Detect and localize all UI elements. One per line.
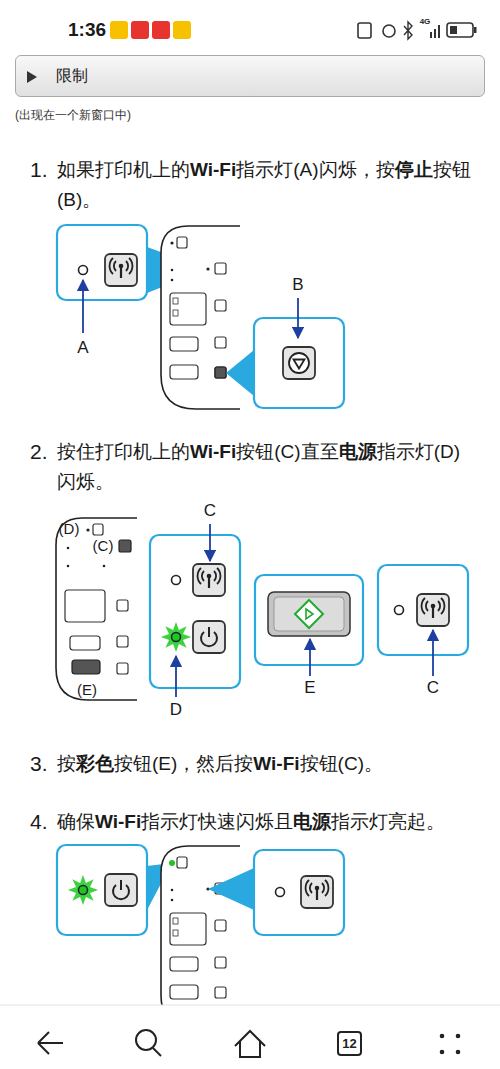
bar-title: 限制 (56, 66, 88, 87)
step: 3. 按彩色按钮(E)，然后按Wi-Fi按钮(C)。 (30, 749, 475, 779)
step1-figure (57, 225, 344, 409)
tab-count-box: 12 (337, 1031, 362, 1056)
bold-keyword: 电源 (339, 441, 377, 462)
step-number: 1. (30, 155, 48, 185)
step2-figure (56, 518, 468, 700)
bold-keyword: Wi-Fi (95, 811, 141, 832)
network-type: 4G (420, 18, 431, 27)
step-text: 如果打印机上的Wi-Fi指示灯(A)闪烁，按停止按钮(B)。 (57, 155, 475, 215)
callout-letter: (E) (77, 682, 97, 699)
callout-letter: D (170, 701, 182, 720)
expand-triangle (26, 70, 38, 84)
step-text: 按住打印机上的 (57, 441, 190, 462)
step-text: 按钮(E)，然后按 (114, 753, 253, 774)
bold-keyword: 停止 (395, 159, 433, 180)
bold-keyword: Wi-Fi (253, 753, 299, 774)
bold-keyword: Wi-Fi (190, 441, 236, 462)
step-text: 按 (57, 753, 76, 774)
bold-keyword: 彩色 (76, 753, 114, 774)
step-number: 2. (30, 437, 48, 467)
step: 4. 确保Wi-Fi指示灯快速闪烁且电源指示灯亮起。 (30, 807, 475, 837)
step-text: 如果打印机上的 (57, 159, 190, 180)
callout-letter: B (292, 276, 303, 295)
step-text: 指示灯快速闪烁且 (141, 811, 293, 832)
step-number: 3. (30, 749, 48, 779)
tab-count: 12 (342, 1036, 356, 1051)
callout-letter: C (427, 679, 439, 698)
step-number: 4. (30, 807, 48, 837)
step-text: 确保 (57, 811, 95, 832)
callout-letter: C (204, 502, 216, 521)
nav-bar (0, 1005, 500, 1069)
step: 2. 按住打印机上的Wi-Fi按钮(C)直至电源指示灯(D)闪烁。 (30, 437, 475, 497)
step-text: 按钮(C)。 (300, 753, 383, 774)
step-text: 确保Wi-Fi指示灯快速闪烁且电源指示灯亮起。 (57, 807, 475, 837)
callout-letter: (C) (93, 538, 114, 555)
step-text: 指示灯亮起。 (331, 811, 445, 832)
collapse-bar: 限制 (15, 55, 485, 97)
callout-letter: A (77, 339, 88, 358)
bold-keyword: Wi-Fi (190, 159, 236, 180)
bold-keyword: 电源 (293, 811, 331, 832)
step-text: 指示灯(A)闪烁，按 (236, 159, 394, 180)
callout-letter: E (304, 679, 315, 698)
callout-letter: (D) (59, 521, 80, 538)
status-time: 1:36 (68, 20, 106, 41)
step-text: 按住打印机上的Wi-Fi按钮(C)直至电源指示灯(D)闪烁。 (57, 437, 475, 497)
note: (出现在一个新窗口中) (15, 109, 131, 122)
step-text: 按彩色按钮(E)，然后按Wi-Fi按钮(C)。 (57, 749, 475, 779)
step: 1. 如果打印机上的Wi-Fi指示灯(A)闪烁，按停止按钮(B)。 (30, 155, 475, 215)
step4-figure (57, 845, 344, 1029)
step-text: 按钮(C)直至 (236, 441, 338, 462)
